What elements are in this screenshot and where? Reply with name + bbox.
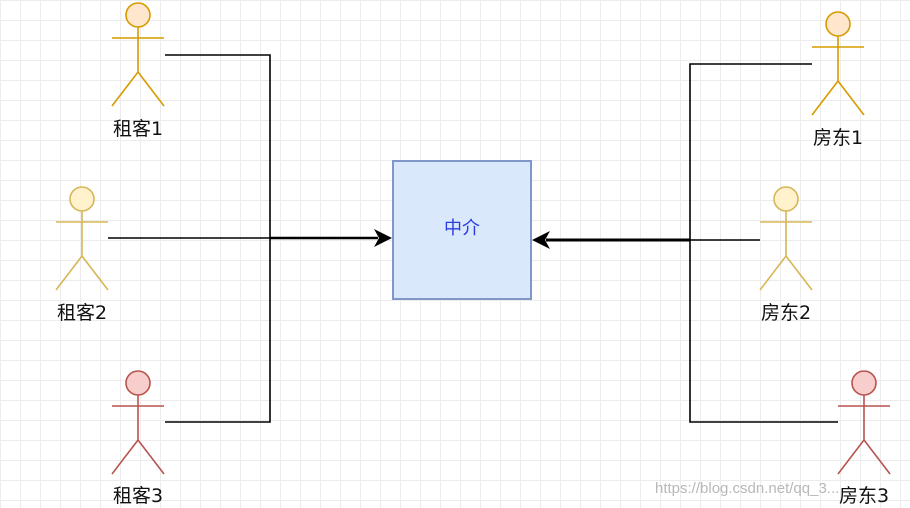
landlord-2-actor[interactable] [759,186,813,291]
landlord-3-label: 房东3 [838,485,890,507]
tenant-1-actor-body [111,27,165,107]
tenant-2-actor-head [69,186,95,212]
connector-landlord-3 [689,240,838,423]
landlord-1-actor-head [825,11,851,37]
landlord-3-actor-body [837,395,891,475]
landlord-1-actor[interactable] [811,11,865,116]
watermark: https://blog.csdn.net/qq_3... [655,480,840,497]
landlord-2-label: 房东2 [760,302,812,324]
tenant-3-actor-head [125,370,151,396]
landlord-2-actor-head [773,186,799,212]
agent-label: 中介 [444,218,480,239]
tenant-2-label: 租客2 [56,302,108,324]
tenant-3-actor[interactable] [111,370,165,475]
landlord-3-actor-head [851,370,877,396]
landlord-connectors [546,63,838,423]
landlord-2-actor-body [759,211,813,291]
tenant-1-actor-head [125,2,151,28]
connector-tenant-3 [165,238,271,423]
connector-tenant-1 [165,54,271,238]
agent-box[interactable]: 中介 [392,160,532,300]
tenant-3-label: 租客3 [112,485,164,507]
tenant-3-actor-body [111,395,165,475]
tenant-2-actor-body [55,211,109,291]
landlord-1-label: 房东1 [812,127,864,149]
tenant-connectors [108,54,378,423]
connector-landlord-1 [689,63,812,240]
arrowhead-right [532,231,550,249]
tenant-2-actor[interactable] [55,186,109,291]
landlord-3-actor[interactable] [837,370,891,475]
tenant-1-label: 租客1 [112,118,164,140]
tenant-1-actor[interactable] [111,2,165,107]
arrowhead-left [374,229,392,247]
landlord-1-actor-body [811,36,865,116]
